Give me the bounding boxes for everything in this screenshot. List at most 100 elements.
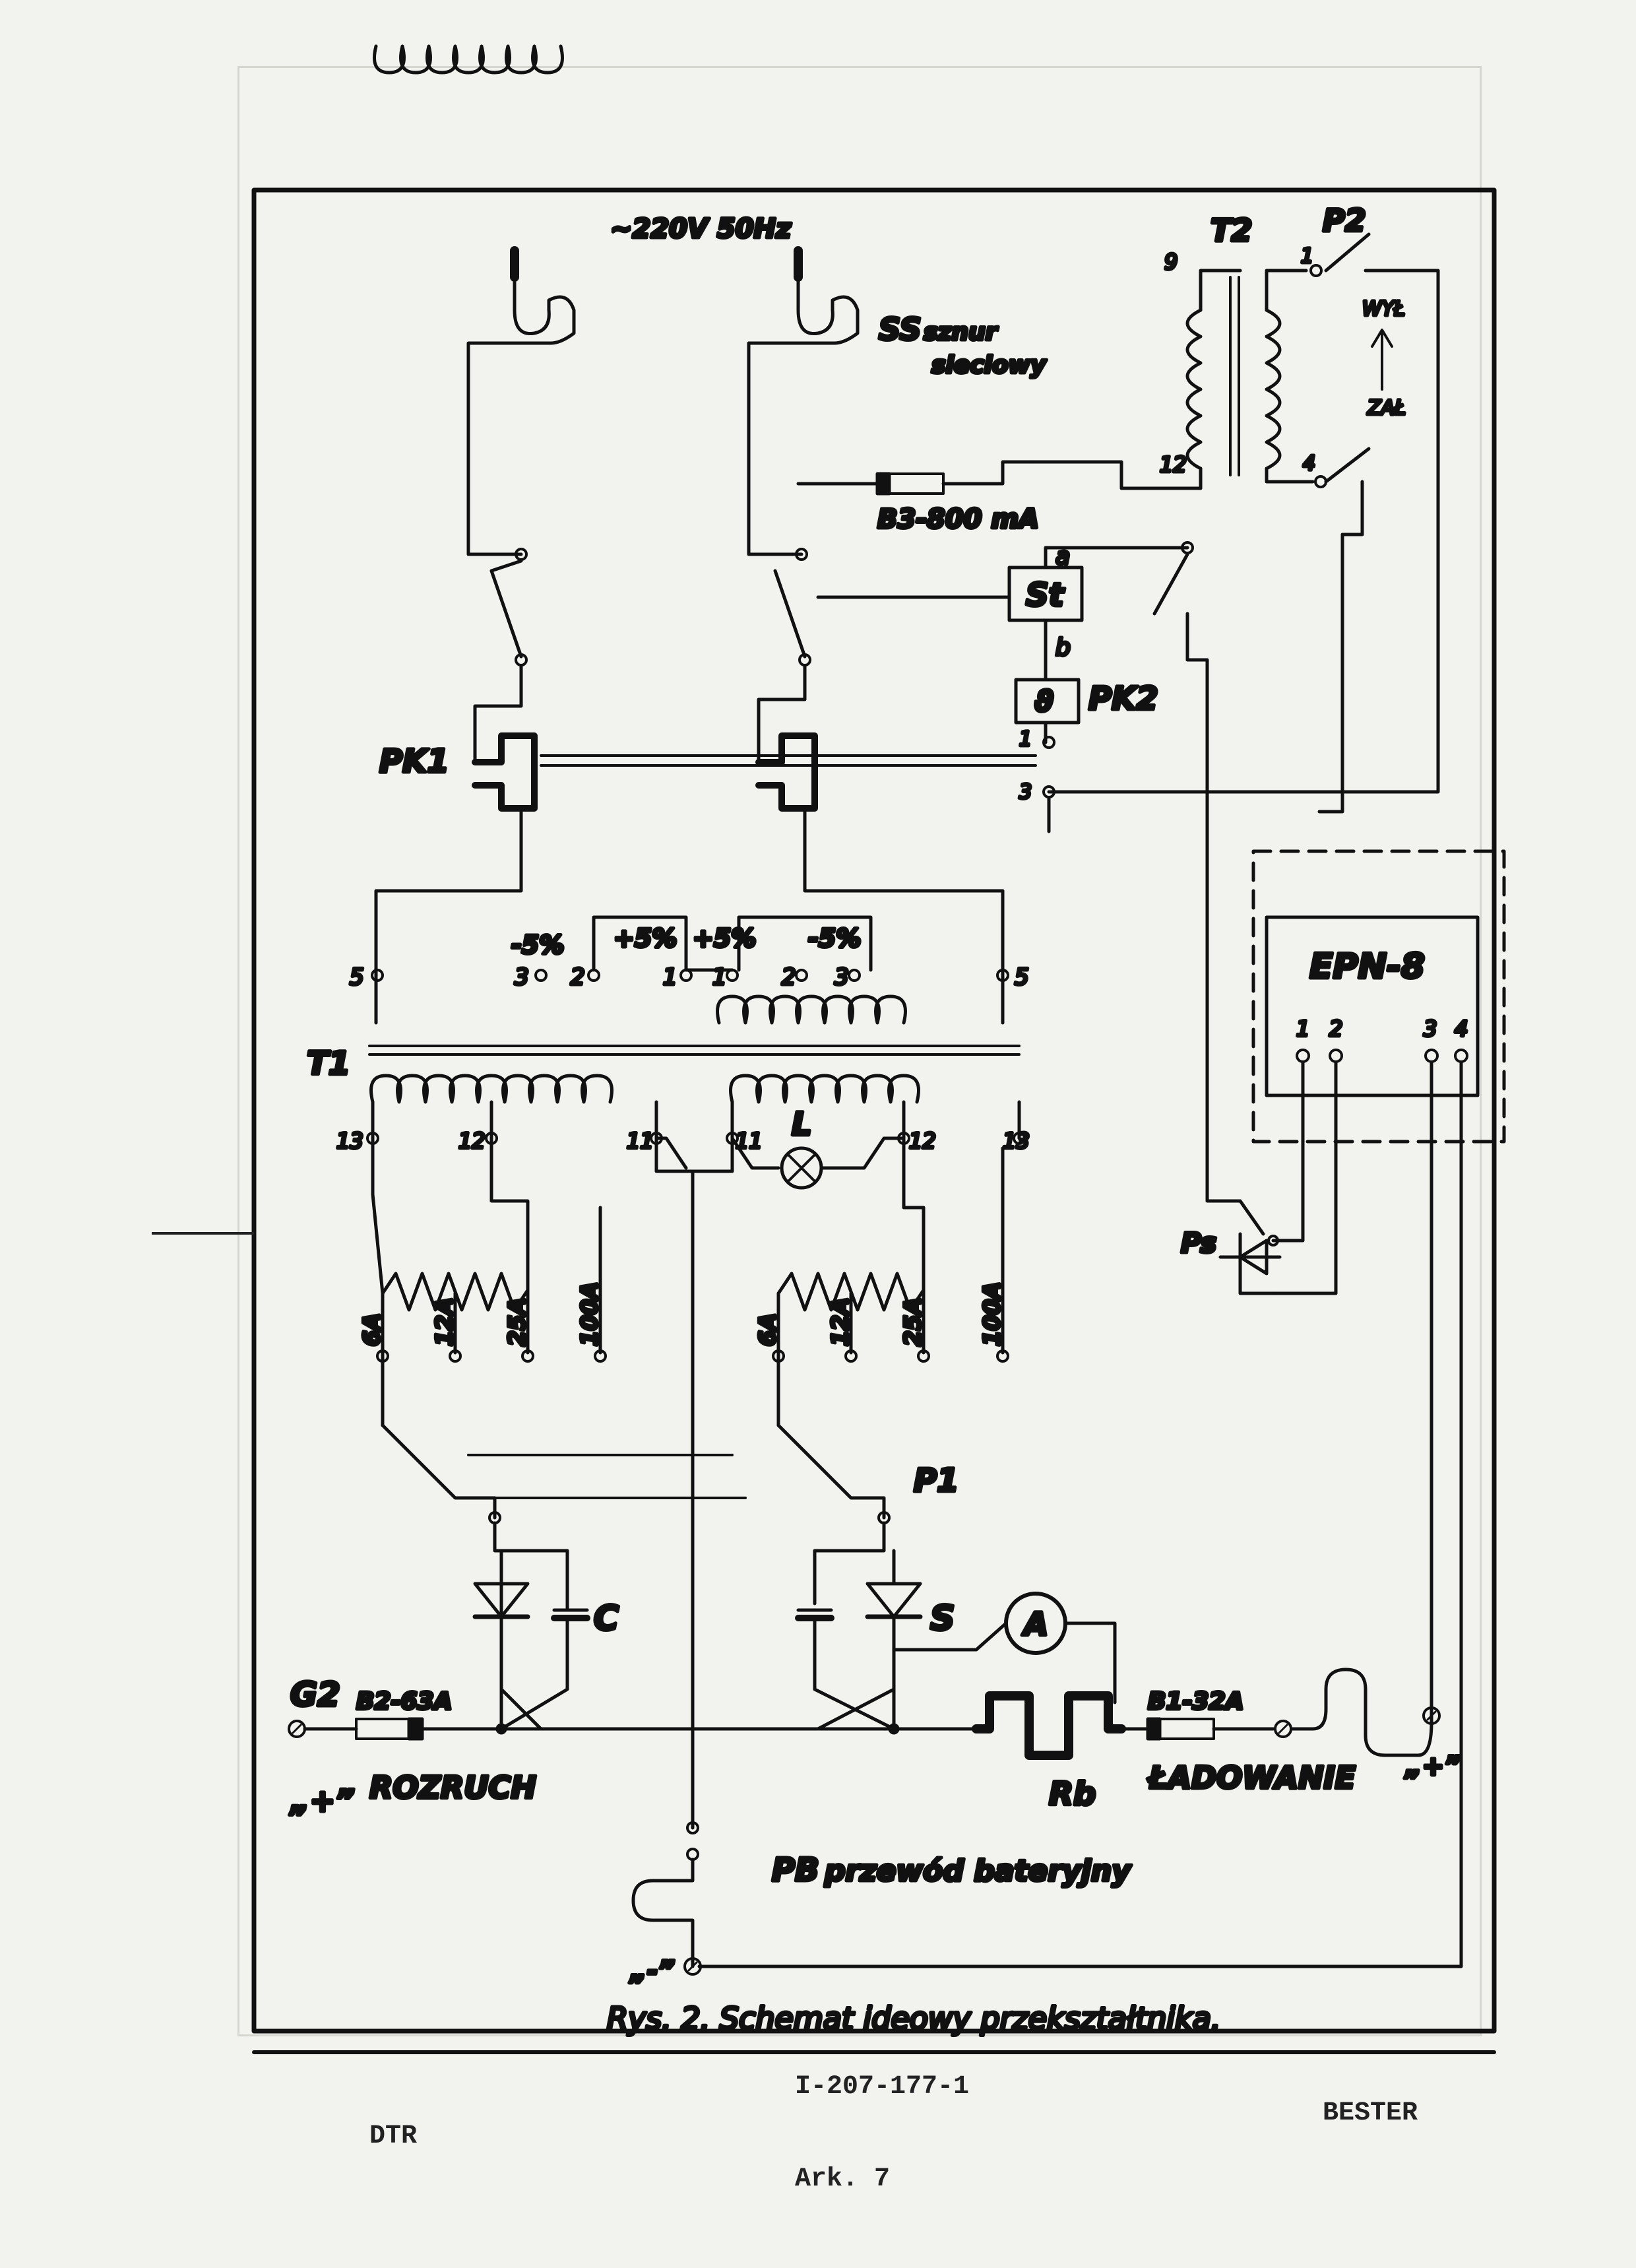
s-label: S — [930, 1599, 955, 1638]
p2-lead — [1317, 533, 1344, 814]
g2-label: G2 — [290, 1675, 340, 1714]
supply-label: ~220V 50Hz — [610, 214, 792, 244]
relay-ps — [1218, 1199, 1282, 1295]
p2-pin-4: 4 — [1303, 452, 1315, 475]
mains-cord — [466, 246, 860, 556]
t1-primary-taps — [371, 969, 1009, 982]
binding-mark — [152, 1232, 254, 1235]
footer-right: BESTER — [1323, 2098, 1418, 2128]
p2-off-label: WYŁ — [1362, 298, 1405, 321]
t1-tap-3-left: 3 — [515, 964, 529, 990]
footer-left: DTR — [369, 2122, 418, 2151]
t1-tap-pct-4: -5% — [808, 924, 861, 953]
thermal-relay-st — [816, 541, 1194, 833]
left-current-6a: 6A — [359, 1313, 385, 1346]
p1-label: P1 — [914, 1462, 959, 1499]
ammeter — [892, 1592, 1117, 1704]
ammeter-label: A — [1021, 1606, 1048, 1643]
plus-left-label: „+” — [289, 1783, 355, 1819]
epn-pin-4: 4 — [1455, 1016, 1468, 1041]
t1-tap-1-left: 1 — [663, 964, 677, 990]
rb-label: Rb — [1049, 1776, 1096, 1813]
t1-sec-12-left: 12 — [458, 1128, 486, 1153]
transformer-t1-secondary — [369, 1074, 1021, 1830]
transformer-t1-primary — [368, 44, 1021, 1056]
cord-name-line2: sieciowy — [931, 352, 1047, 379]
t1-tap-5-right: 5 — [1015, 964, 1029, 990]
t1-sec-11-left: 11 — [627, 1128, 654, 1153]
fuse-b3 — [796, 460, 1031, 496]
right-current-6a: 6A — [755, 1313, 781, 1346]
t1-tap-pct-2: +5% — [614, 924, 677, 953]
t1-tap-pct-1: -5% — [511, 930, 564, 959]
schematic-frame — [251, 187, 1497, 2034]
pk2-label: PK2 — [1088, 680, 1158, 717]
p2-arrow-icon — [1371, 329, 1393, 391]
mains-switch-left — [473, 548, 528, 764]
p2-pin-1: 1 — [1301, 245, 1313, 268]
t1-sec-13-left: 13 — [336, 1128, 363, 1153]
t1-tap-1-right: 1 — [712, 964, 727, 990]
rectifier-left — [472, 1511, 590, 1731]
t2-term-12: 12 — [1160, 452, 1187, 477]
mains-switch-right — [757, 548, 811, 764]
t1-tap-2-right: 2 — [782, 964, 796, 990]
lamp-label: L — [792, 1106, 812, 1143]
pk2-pin-1: 1 — [1019, 728, 1032, 751]
contactor-pk1 — [374, 732, 1037, 972]
transformer-t2 — [1027, 232, 1440, 794]
ladowanie-label: ŁADOWANIE — [1147, 1760, 1356, 1796]
ps-label: Ps — [1181, 1227, 1216, 1259]
sheet-number: Ark. 7 — [795, 2164, 891, 2194]
t1-tap-2-left: 2 — [571, 964, 585, 990]
doc-number: I-207-177-1 — [795, 2072, 970, 2102]
epn-pin-2: 2 — [1329, 1016, 1342, 1041]
st-label: St — [1026, 577, 1065, 614]
st-pin-b: b — [1055, 634, 1071, 661]
left-current-25a: 25A — [504, 1297, 530, 1346]
epn-pin-1: 1 — [1296, 1016, 1309, 1041]
rectifier-right — [795, 1511, 923, 1731]
cord-name-line1: sznur — [924, 319, 999, 346]
right-current-100a: 100A — [979, 1282, 1005, 1346]
left-current-100a: 100A — [577, 1282, 603, 1346]
fuse-b1-label: B1-32A — [1148, 1688, 1243, 1715]
left-current-12a: 12A — [431, 1297, 458, 1346]
output-bus — [288, 1668, 1441, 1757]
epn-label: EPN-8 — [1309, 947, 1425, 987]
t2-term-9: 9 — [1164, 249, 1178, 275]
resistor-right-taps — [772, 1349, 1009, 1363]
t1-sec-13-right: 13 — [1003, 1128, 1030, 1153]
plus-right-label: „+” — [1404, 1751, 1461, 1782]
st-pin-a: a — [1055, 543, 1070, 570]
t1-label: T1 — [307, 1045, 350, 1082]
fuse-b2-label: B2-63A — [356, 1688, 452, 1715]
t1-tap-pct-3: +5% — [693, 924, 756, 953]
shunt-rb — [972, 1691, 1126, 1760]
t1-tap-5-left: 5 — [350, 964, 364, 990]
pk1-label: PK1 — [379, 743, 449, 780]
figure-caption: Rys. 2. Schemat ideowy przekształtnika. — [607, 2001, 1221, 2036]
p2-on-label: ZAŁ — [1367, 397, 1406, 420]
pk2-pin-3: 3 — [1019, 781, 1032, 804]
epn-pin-3: 3 — [1424, 1016, 1437, 1041]
pb-name: przewód bateryjny — [824, 1854, 1132, 1888]
p2-label: P2 — [1323, 203, 1366, 238]
rozruch-label: ROZRUCH — [369, 1770, 536, 1805]
c-label: C — [594, 1599, 619, 1638]
epn8-module — [697, 849, 1506, 1968]
t1-sec-11-right: 11 — [736, 1128, 763, 1153]
resistor-left — [371, 1136, 602, 1520]
t1-tap-3-right: 3 — [834, 964, 849, 990]
t2-label: T2 — [1211, 212, 1252, 248]
fuse-b3-label: B3-800 mA — [877, 504, 1039, 535]
minus-label: „-” — [629, 1956, 675, 1986]
right-current-25a: 25A — [900, 1297, 926, 1346]
theta-label: ϑ — [1034, 685, 1054, 719]
resistor-left-taps — [376, 1349, 607, 1363]
t1-sec-12-right: 12 — [909, 1128, 936, 1153]
battery-cable-pb — [631, 1821, 702, 1976]
pb-code: PB — [772, 1852, 819, 1889]
